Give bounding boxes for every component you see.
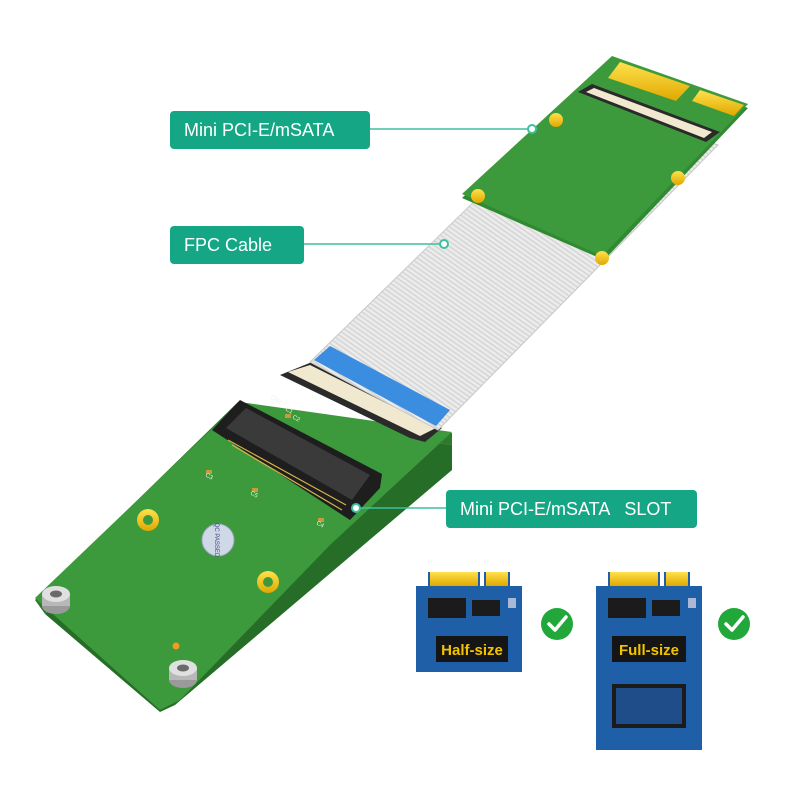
qc-passed-sticker: QC PASSED: [201, 523, 235, 558]
check-circle-icon: [541, 608, 573, 640]
gold-fingers: [608, 62, 690, 101]
standoff-icon: [169, 660, 197, 688]
full-size-label: Full-size: [619, 642, 679, 659]
silk-cn2: CN2: [269, 395, 283, 407]
silk-c3: C3: [204, 473, 214, 482]
slot-adapter-board: QC PASSED CN2 C1 C2 C3 C5 C4: [35, 362, 452, 712]
callout-mini-pcie-msata-slot: Mini PCI-E/mSATA SLOT: [446, 490, 697, 528]
half-size-gold-fingers: [430, 572, 508, 586]
silk-c5: C5: [249, 491, 259, 500]
mini-pcie-card-top: [462, 56, 748, 265]
silk-c4: C4: [315, 521, 325, 530]
leader-dot: [439, 239, 449, 249]
half-size-label: Half-size: [441, 642, 503, 659]
full-size-gold-fingers: [610, 572, 688, 586]
callout-fpc-cable: FPC Cable: [170, 226, 304, 264]
fpc-stiffener-bottom: [314, 346, 450, 426]
callout-mini-pcie-msata: Mini PCI-E/mSATA: [170, 111, 370, 149]
silk-c2: C2: [291, 415, 301, 424]
half-size-card: Half-size: [416, 572, 522, 672]
check-circle-icon: [718, 608, 750, 640]
full-size-card: Full-size: [596, 572, 702, 750]
leader-dot: [527, 124, 537, 134]
slot-pins: [227, 439, 347, 511]
led-indicator: [172, 642, 180, 650]
leader-dot: [351, 503, 361, 513]
top-card-pcb: [462, 56, 748, 256]
standoff-icon: [42, 586, 70, 614]
silk-c1: C1: [284, 407, 294, 416]
qc-sticker-text: QC PASSED: [213, 523, 219, 558]
